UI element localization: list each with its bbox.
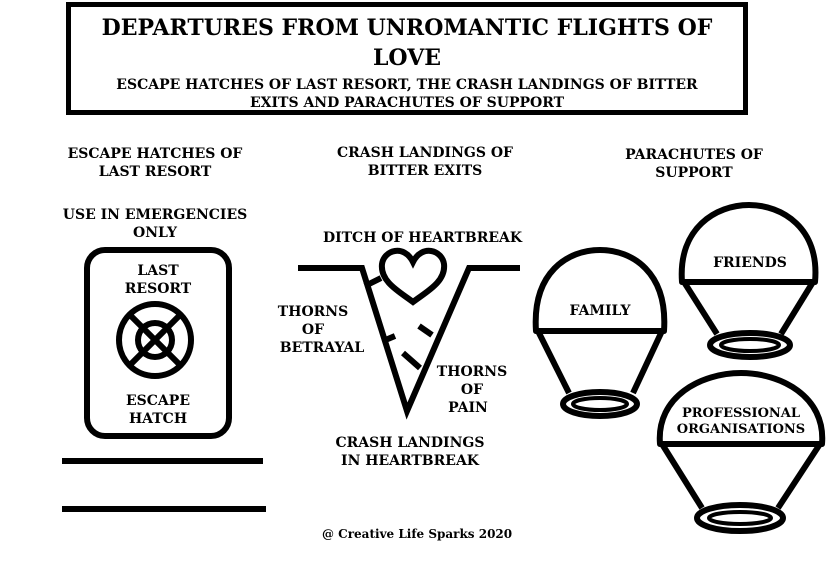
thorn-icon <box>381 333 397 344</box>
crash-heading-line1: CRASH LANDINGS OF <box>337 145 513 161</box>
hatch-label-bottom-line2: HATCH <box>128 411 188 427</box>
thorns-pain-line2: OF <box>460 382 484 398</box>
professional-label-line1: PROFESSIONAL <box>681 406 801 421</box>
hatch-label-top-line1: LAST <box>137 263 179 279</box>
crash-footer-line2: IN HEARTBREAK <box>341 453 479 469</box>
thorns-betrayal-line2: OF <box>301 322 325 338</box>
thorns-betrayal-line3: BETRAYAL <box>279 340 365 356</box>
thorns-betrayal-line1: THORNS <box>277 304 349 320</box>
parachute-icon <box>678 202 819 360</box>
parachutes-heading-line2: SUPPORT <box>655 165 733 181</box>
escape-note-line2: ONLY <box>133 225 177 241</box>
heart-icon <box>378 248 448 306</box>
thorns-pain-line3: PAIN <box>448 400 488 416</box>
parachutes-heading-line1: PARACHUTES OF <box>625 147 763 163</box>
friends-label: FRIENDS <box>713 255 787 271</box>
family-label: FAMILY <box>569 303 631 319</box>
escape-heading-line1: ESCAPE HATCHES OF <box>67 146 243 162</box>
title-box <box>66 2 748 115</box>
credit-text: @ Creative Life Sparks 2020 <box>322 527 513 541</box>
main-title-line2: LOVE <box>372 45 442 71</box>
thorn-icon <box>401 350 422 371</box>
subtitle-line1: ESCAPE HATCHES OF LAST RESORT, THE CRASH… <box>116 77 698 93</box>
cross-wheel-icon <box>116 301 194 379</box>
parachute-icon <box>656 370 826 534</box>
subtitle-line2: EXITS AND PARACHUTES OF SUPPORT <box>249 95 565 111</box>
main-title-line1: DEPARTURES FROM UNROMANTIC FLIGHTS OF <box>101 15 713 41</box>
thorn-icon <box>417 323 434 338</box>
crash-heading-line2: BITTER EXITS <box>367 163 483 179</box>
thorn-icon <box>363 275 383 289</box>
ditch-label: DITCH OF HEARTBREAK <box>322 230 523 246</box>
hatch-icon <box>84 247 232 439</box>
hatch-label-bottom-line1: ESCAPE <box>126 393 190 409</box>
professional-label-line2: ORGANISATIONS <box>676 422 806 437</box>
thorns-pain-line1: THORNS <box>436 364 508 380</box>
ditch-icon <box>298 265 520 420</box>
crash-footer-line1: CRASH LANDINGS <box>335 435 485 451</box>
hatch-label-top-line2: RESORT <box>124 281 192 297</box>
escape-heading-line2: LAST RESORT <box>98 164 212 180</box>
escape-note-line1: USE IN EMERGENCIES <box>62 207 248 223</box>
parachute-icon <box>532 247 668 419</box>
